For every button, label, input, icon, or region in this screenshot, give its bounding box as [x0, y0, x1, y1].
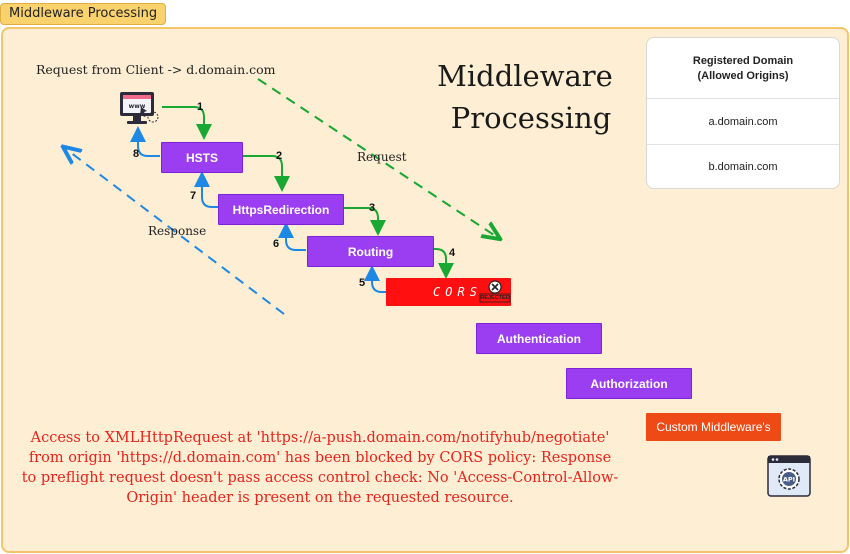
custom-middleware: Custom Middleware's [646, 413, 781, 441]
computer-www-icon: www [116, 90, 162, 128]
cors-label: CORS [433, 285, 482, 299]
step-number-8: 8 [133, 148, 140, 160]
registered-domain-table: Registered Domain (Allowed Origins) a.do… [646, 37, 840, 189]
api-gear-icon: API [767, 455, 811, 497]
authorization-middleware: Authorization [566, 368, 692, 399]
request-label: Request [357, 150, 407, 164]
registered-domain-header-line-2: (Allowed Origins) [697, 69, 789, 82]
step-number-5: 5 [359, 277, 366, 289]
request-dashed-arrow [257, 78, 497, 237]
rejected-stamp-icon: REJECTED [479, 279, 511, 304]
step-arrow-1 [162, 106, 212, 140]
registered-domain-header-line-1: Registered Domain [692, 54, 794, 67]
response-dashed-arrow [66, 149, 285, 315]
svg-text:API: API [783, 476, 795, 484]
step-arrow-6 [278, 222, 306, 251]
step-arrow-2 [242, 155, 290, 192]
svg-text:www: www [129, 103, 146, 110]
step-arrow-4 [433, 248, 454, 279]
step-arrow-7 [194, 171, 218, 208]
allowed-domain-row: a.domain.com [647, 99, 839, 145]
step-arrow-3 [343, 207, 386, 236]
cors-error-message: Access to XMLHttpRequest at 'https://a-p… [21, 430, 619, 506]
step-number-2: 2 [276, 150, 283, 162]
response-label: Response [148, 224, 207, 238]
diagram-tab-label: Middleware Processing [0, 3, 167, 25]
https-redirection-middleware: HttpsRedirection [218, 194, 344, 225]
registered-domain-header: Registered Domain (Allowed Origins) [647, 38, 839, 99]
request-from-client-label: Request from Client -> d.domain.com [36, 62, 276, 77]
hsts-middleware: HSTS [161, 142, 243, 173]
step-number-7: 7 [190, 190, 197, 202]
cors-middleware: CORS REJECTED [386, 278, 511, 306]
title-line-1: Middleware [437, 59, 613, 93]
rejected-stamp-label: REJECTED [480, 295, 510, 301]
title-line-2: Processing [450, 101, 612, 135]
step-arrow-8 [130, 126, 160, 157]
diagram-title: Middleware Processing [420, 55, 630, 139]
allowed-domain-row: b.domain.com [708, 161, 778, 173]
routing-middleware: Routing [307, 236, 434, 267]
authentication-middleware: Authentication [476, 323, 602, 354]
step-number-3: 3 [369, 202, 376, 214]
step-arrow-5 [364, 265, 386, 293]
step-number-6: 6 [273, 238, 280, 250]
step-number-1: 1 [197, 101, 204, 113]
step-number-4: 4 [449, 247, 456, 259]
